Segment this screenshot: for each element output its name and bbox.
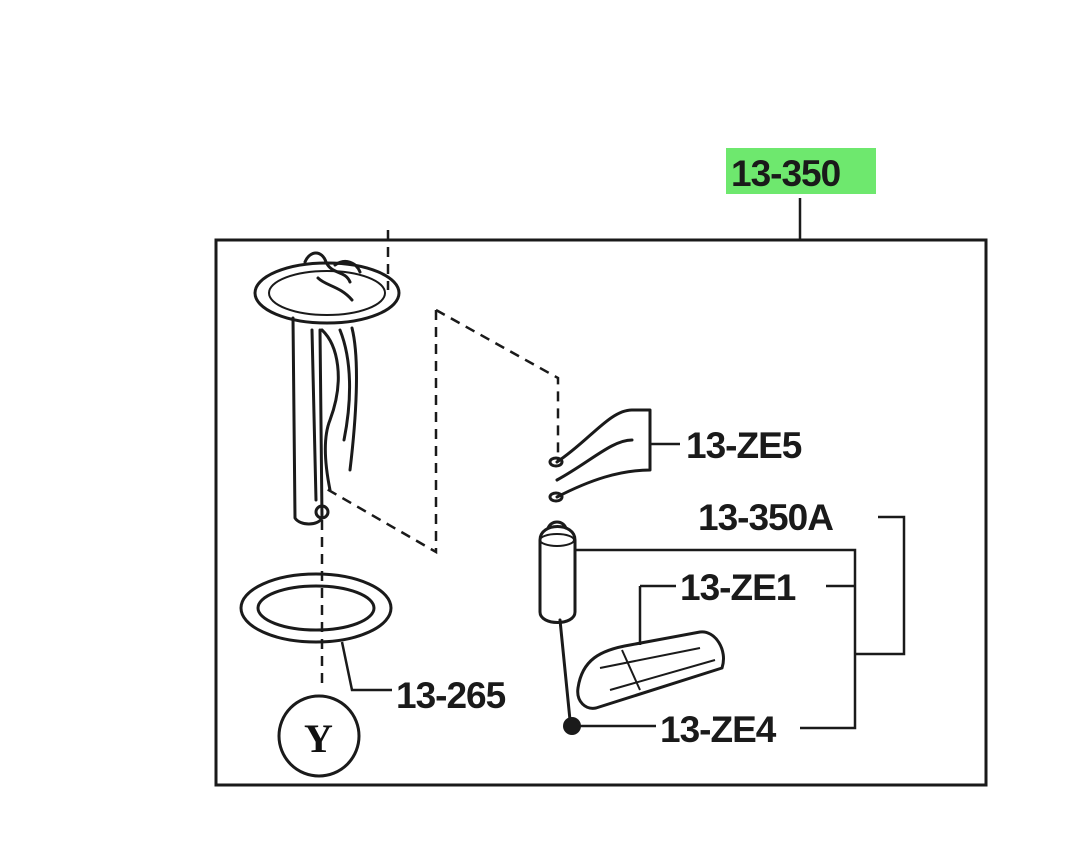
fuel-pump-unit[interactable] — [253, 230, 401, 526]
retainer-clip[interactable] — [563, 717, 581, 735]
label-ze4[interactable]: 13-ZE4 — [660, 709, 778, 750]
leader-lines — [340, 410, 906, 730]
reference-marker[interactable]: Y — [277, 694, 361, 778]
main-part-number: 13-350 — [731, 153, 841, 194]
main-part-callout[interactable]: 13-350 — [726, 148, 876, 240]
label-ze5[interactable]: 13-ZE5 — [686, 425, 803, 466]
gasket-ring[interactable] — [239, 572, 393, 644]
assembly-frame — [214, 238, 988, 787]
label-ze1[interactable]: 13-ZE1 — [680, 567, 797, 608]
label-350a[interactable]: 13-350A — [698, 497, 834, 538]
exploded-view-outline — [324, 310, 438, 555]
reference-marker-label: Y — [304, 716, 333, 761]
main-part-highlight — [726, 148, 876, 194]
clip-part[interactable] — [548, 408, 652, 503]
fuel-pump-cylinder[interactable] — [538, 520, 577, 722]
fuel-filter[interactable] — [576, 630, 725, 710]
label-265[interactable]: 13-265 — [396, 675, 507, 716]
